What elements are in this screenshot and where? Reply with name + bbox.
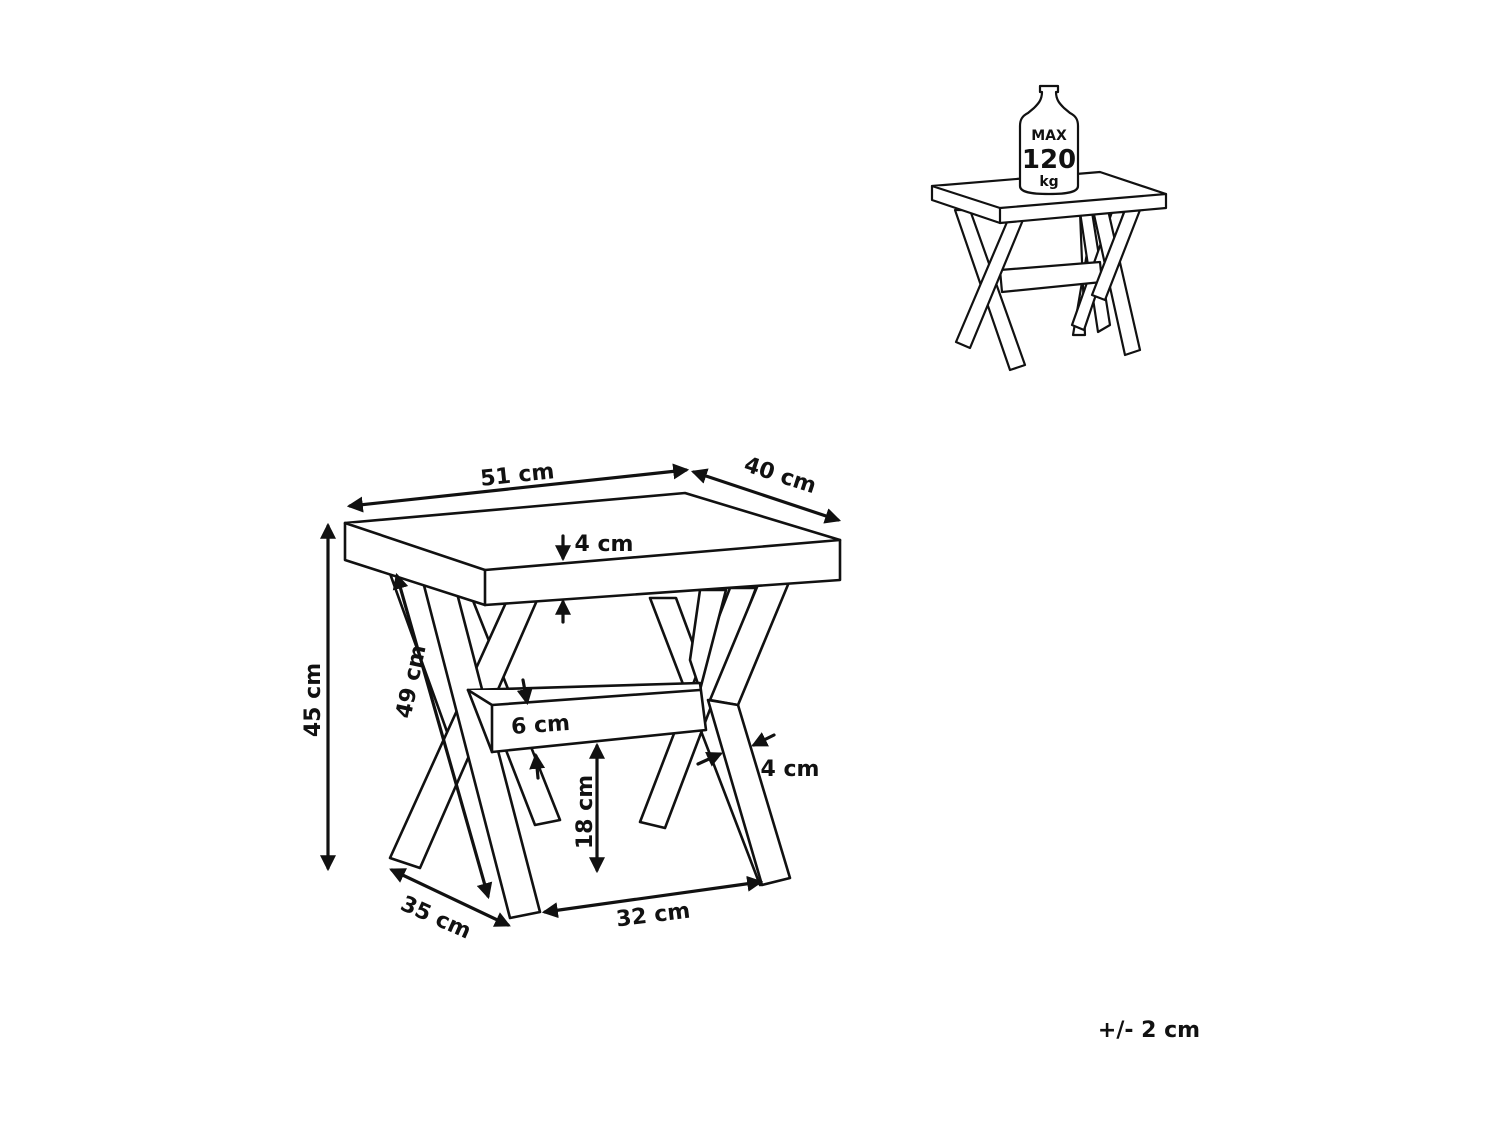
shelf-height-label: 18 cm [573,775,598,849]
top-thickness-label: 4 cm [575,532,634,557]
dimension-lines [320,463,842,927]
leg-length-arrow [392,572,493,900]
width-arrow [346,463,690,513]
load-capacity-illustration: MAX 120 kg [930,84,1168,372]
leg-width-arrow-left [696,752,723,767]
shelf-thickness-arrow-down [516,678,533,706]
depth-arrow [690,468,842,524]
weight-max-label: MAX [1031,128,1067,144]
base-depth-label: 35 cm [397,892,475,945]
leg-width-arrow-right [751,732,776,747]
leg-width-label: 4 cm [761,757,820,782]
weight-value: 120 [1022,145,1076,175]
weight-icon: MAX 120 kg [1018,84,1080,196]
base-width-label: 32 cm [615,899,692,933]
height-label: 45 cm [301,663,326,737]
tolerance-note: +/- 2 cm [1098,1018,1200,1043]
base-depth-arrow [389,868,511,927]
width-label: 51 cm [479,459,555,492]
weight-unit: kg [1039,174,1058,190]
base-width-arrow [541,875,764,919]
front-right-leg-a [706,698,792,887]
shelf-thickness-arrow-up [529,752,546,780]
shelf-thickness-label: 6 cm [510,711,571,740]
